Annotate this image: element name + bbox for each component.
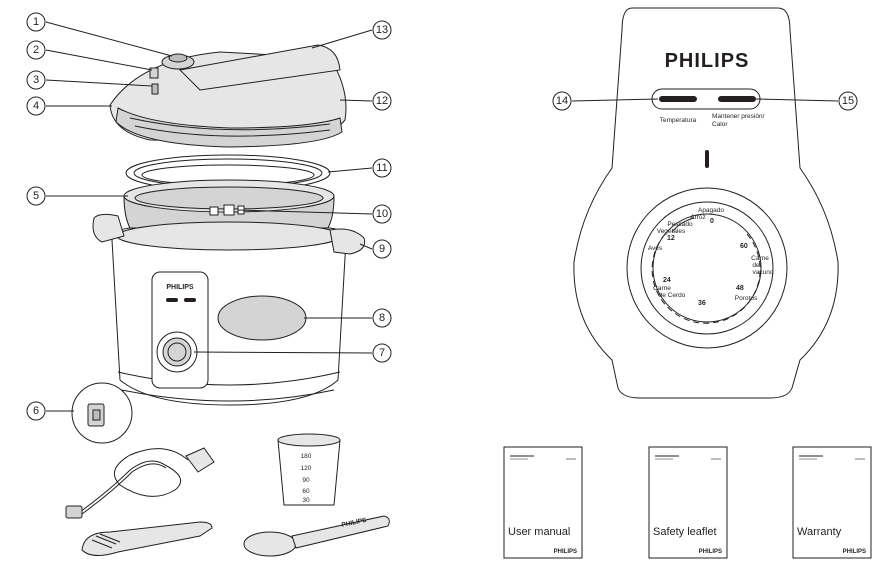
cup-mark-120: 120 <box>301 465 312 472</box>
callout-13: 13 <box>372 20 392 40</box>
measuring-cup: 180 120 90 60 30 <box>277 433 341 506</box>
brand-small: PHILIPS <box>166 284 194 291</box>
dial-carne-vacuno-2: de <box>752 262 760 269</box>
control-panel-large: PHILIPS Temperatura Mantener presión/ Ca… <box>573 7 839 399</box>
svg-text:5: 5 <box>33 190 39 202</box>
leader-lines <box>45 21 373 412</box>
callout-12: 12 <box>372 91 392 111</box>
float-valve <box>149 67 159 79</box>
side-handle-right <box>329 228 366 255</box>
booklet-brand: PHILIPS <box>699 549 722 555</box>
dial-num-60: 60 <box>740 243 748 250</box>
cup-mark-30: 30 <box>302 497 310 504</box>
svg-text:14: 14 <box>556 95 568 107</box>
cup-mark-90: 90 <box>302 477 310 484</box>
callout-10: 10 <box>372 204 392 224</box>
cooker-body: PHILIPS <box>92 213 366 406</box>
callout-1: 1 <box>26 12 46 32</box>
callout-7: 7 <box>372 343 392 363</box>
svg-text:2: 2 <box>33 44 39 56</box>
leader-lines-right <box>571 98 839 102</box>
dial-num-24: 24 <box>663 277 671 284</box>
brand-large: PHILIPS <box>665 50 750 72</box>
temperature-label: Temperatura <box>660 117 697 124</box>
callout-9: 9 <box>372 239 392 259</box>
svg-text:12: 12 <box>376 95 388 107</box>
dial-indicator <box>705 150 709 168</box>
svg-text:10: 10 <box>376 208 388 220</box>
callout-15: 15 <box>838 91 858 111</box>
booklet-user-manual: User manual PHILIPS <box>503 446 583 559</box>
svg-text:11: 11 <box>376 162 387 174</box>
dial-num-12: 12 <box>667 235 675 242</box>
svg-text:9: 9 <box>379 243 385 255</box>
callout-5: 5 <box>26 186 46 206</box>
callout-2: 2 <box>26 40 46 60</box>
dial-carne-cerdo-2: de Cerdo <box>659 292 686 299</box>
svg-text:6: 6 <box>33 405 39 417</box>
callout-14: 14 <box>552 91 572 111</box>
svg-text:15: 15 <box>842 95 854 107</box>
dial-aves: Aves <box>648 245 663 252</box>
keep-warm-label-line2: Calor <box>712 121 728 128</box>
heating-plate <box>217 295 307 341</box>
dial-vegetales: Vegetales <box>657 228 686 235</box>
dial-carne-vacuno-1: Carne <box>751 255 769 262</box>
dial-carne-cerdo-1: Carne <box>653 285 671 292</box>
spatula <box>81 521 213 556</box>
svg-text:4: 4 <box>33 100 39 112</box>
rice-spoon: PHILIPS <box>243 515 390 557</box>
temperature-button <box>659 96 697 102</box>
callout-4: 4 <box>26 96 46 116</box>
dial-carne-vacuno-3: vacuno <box>753 269 774 276</box>
booklet-warranty: Warranty PHILIPS <box>792 446 872 559</box>
dial-knob <box>652 213 762 323</box>
cup-mark-180: 180 <box>301 453 312 460</box>
svg-text:1: 1 <box>33 16 39 28</box>
svg-text:3: 3 <box>33 74 39 86</box>
svg-text:7: 7 <box>379 347 385 359</box>
booklet-brand: PHILIPS <box>554 549 577 555</box>
lid-handle <box>178 44 341 91</box>
dial-arroz: Arroz <box>690 214 706 221</box>
callout-6: 6 <box>26 401 46 421</box>
callout-3: 3 <box>26 70 46 90</box>
svg-text:13: 13 <box>376 24 388 36</box>
lid-pin <box>151 83 159 95</box>
booklet-brand: PHILIPS <box>843 549 866 555</box>
dial-num-36: 36 <box>698 300 706 307</box>
booklet-title: Safety leaflet <box>653 526 717 538</box>
booklet-title: Warranty <box>797 526 842 538</box>
keep-warm-button <box>718 96 756 102</box>
booklet-title: User manual <box>508 526 570 538</box>
svg-text:8: 8 <box>379 312 385 324</box>
dial-num-48: 48 <box>736 285 744 292</box>
booklet-safety-leaflet: Safety leaflet PHILIPS <box>648 446 728 559</box>
dial-pescado: Pescado <box>667 221 693 228</box>
callout-11: 11 <box>372 158 392 178</box>
callout-8: 8 <box>372 308 392 328</box>
lid <box>109 44 347 148</box>
side-handle-left <box>92 213 125 243</box>
power-cord <box>65 447 215 519</box>
dial-off: Apagado <box>698 207 724 214</box>
dial-porotos: Porotos <box>735 295 758 302</box>
cup-mark-60: 60 <box>302 488 310 495</box>
dial-num-0: 0 <box>710 218 714 225</box>
keep-warm-label-line1: Mantener presión/ <box>712 113 765 120</box>
power-inlet-detail <box>71 382 133 444</box>
